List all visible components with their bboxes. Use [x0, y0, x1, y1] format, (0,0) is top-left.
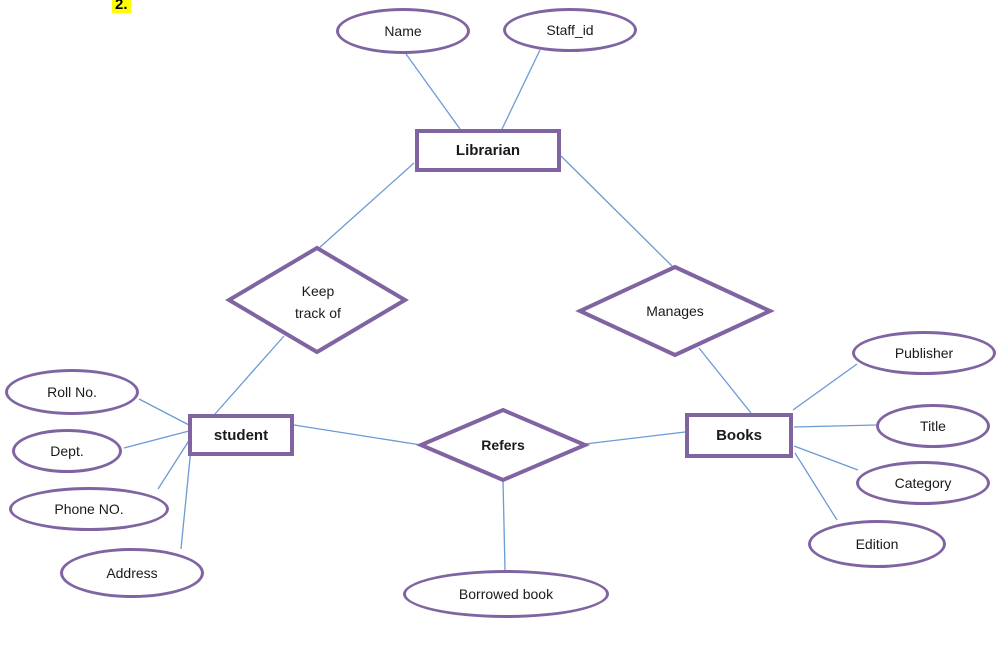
- attribute-address-label: Address: [106, 565, 158, 581]
- connector-librarian-keeptrackof: [317, 162, 415, 250]
- attribute-borrowed-book-label: Borrowed book: [458, 586, 554, 602]
- attribute-category: Category: [856, 461, 990, 505]
- entity-student-label: student: [213, 426, 269, 444]
- attribute-dept-label: Dept.: [50, 443, 84, 459]
- attribute-edition: Edition: [808, 520, 946, 568]
- connector-refers-borrowedbook: [502, 479, 506, 571]
- connector-rollno-student: [138, 398, 190, 426]
- connector-keeptrackof-student: [214, 335, 285, 415]
- connector-books-category: [793, 445, 859, 471]
- entity-books: Books: [685, 413, 793, 458]
- attribute-borrowed-book: Borrowed book: [403, 570, 609, 618]
- relationship-diamond-refers: [415, 407, 591, 483]
- connector-librarian-manages: [560, 155, 675, 269]
- connector-student-refers: [293, 424, 422, 446]
- connector-books-edition: [794, 452, 838, 521]
- attribute-staff-id: Staff_id: [503, 8, 637, 52]
- attribute-title: Title: [876, 404, 990, 448]
- connector-books-publisher: [792, 363, 858, 411]
- entity-librarian-label: Librarian: [455, 142, 521, 159]
- connector-dept-student: [123, 430, 190, 449]
- relationship-refers-label: Refers: [481, 437, 525, 453]
- attribute-name: Name: [336, 8, 470, 54]
- connector-phoneno-student: [157, 438, 191, 490]
- attribute-roll-no: Roll No.: [5, 369, 139, 415]
- attribute-phone-no: Phone NO.: [9, 487, 169, 531]
- connector-address-student: [180, 447, 192, 550]
- relationship-diamond-keep-track-of: [225, 245, 409, 355]
- attribute-category-label: Category: [894, 475, 952, 491]
- connector-staffid-librarian: [501, 49, 541, 130]
- attribute-dept: Dept.: [12, 429, 122, 473]
- connector-books-title: [793, 424, 877, 428]
- attribute-phone-no-label: Phone NO.: [54, 501, 124, 517]
- connector-refers-books: [584, 431, 686, 445]
- connector-name-librarian: [405, 53, 461, 130]
- relationship-manages-label: Manages: [646, 303, 704, 319]
- attribute-name-label: Name: [384, 23, 422, 39]
- connector-manages-books: [698, 347, 752, 414]
- attribute-title-label: Title: [920, 418, 946, 434]
- attribute-roll-no-label: Roll No.: [47, 384, 97, 400]
- relationship-keep-track-of-label: Keep track of: [295, 283, 341, 321]
- attribute-edition-label: Edition: [855, 536, 899, 552]
- page-number-highlight: 2.: [112, 0, 131, 13]
- attribute-publisher-label: Publisher: [894, 345, 954, 361]
- attribute-publisher: Publisher: [852, 331, 996, 375]
- entity-librarian: Librarian: [415, 129, 561, 172]
- relationship-diamond-manages: [575, 264, 775, 358]
- attribute-address: Address: [60, 548, 204, 598]
- attribute-staff-id-label: Staff_id: [546, 22, 594, 38]
- entity-student: student: [188, 414, 294, 456]
- entity-books-label: Books: [716, 427, 762, 444]
